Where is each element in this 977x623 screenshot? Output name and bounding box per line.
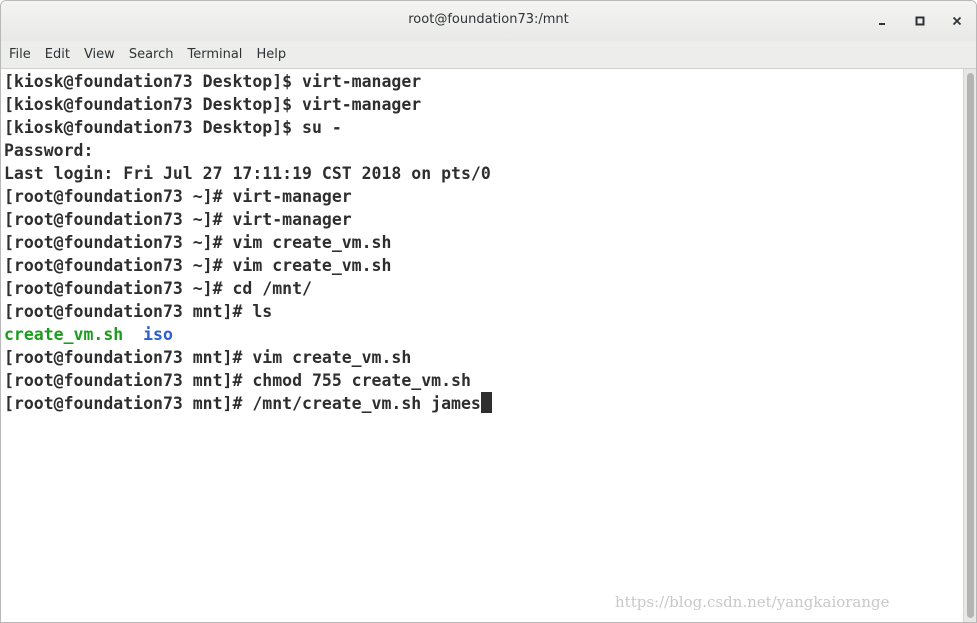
- terminal-line: Password:: [4, 141, 94, 160]
- menu-help[interactable]: Help: [256, 47, 287, 62]
- terminal-line: [kiosk@foundation73 Desktop]$ su -: [4, 118, 342, 137]
- terminal-line: [root@foundation73 ~]# cd /mnt/: [4, 279, 312, 298]
- terminal-line: [root@foundation73 mnt]# chmod 755 creat…: [4, 371, 471, 390]
- menu-search[interactable]: Search: [128, 47, 174, 62]
- terminal-line: [root@foundation73 ~]# virt-manager: [4, 187, 352, 206]
- menu-view[interactable]: View: [83, 47, 115, 62]
- ls-output-line: create_vm.sh iso: [4, 323, 173, 346]
- title-bar[interactable]: root@foundation73:/mnt: [1, 1, 976, 41]
- terminal-line: [kiosk@foundation73 Desktop]$ virt-manag…: [4, 72, 422, 91]
- text-cursor: [480, 392, 492, 413]
- menu-bar: File Edit View Search Terminal Help: [1, 41, 976, 69]
- minimize-icon: [879, 23, 885, 25]
- terminal-line: [root@foundation73 ~]# virt-manager: [4, 210, 352, 229]
- vertical-scrollbar[interactable]: [963, 69, 976, 622]
- maximize-icon: [915, 16, 925, 26]
- maximize-button[interactable]: [910, 11, 930, 31]
- close-button[interactable]: [947, 11, 967, 31]
- menu-terminal[interactable]: Terminal: [187, 47, 243, 62]
- terminal-line: [kiosk@foundation73 Desktop]$ virt-manag…: [4, 95, 422, 114]
- terminal-line: [root@foundation73 ~]# vim create_vm.sh: [4, 256, 392, 275]
- watermark: https://blog.csdn.net/yangkaiorange: [615, 593, 890, 611]
- terminal-prompt-line: [root@foundation73 mnt]# /mnt/create_vm.…: [4, 392, 492, 415]
- terminal-line: [root@foundation73 ~]# vim create_vm.sh: [4, 233, 392, 252]
- ls-dir-entry: iso: [143, 325, 173, 344]
- menu-edit[interactable]: Edit: [44, 47, 70, 62]
- current-command: [root@foundation73 mnt]# /mnt/create_vm.…: [4, 394, 481, 413]
- terminal-line: [root@foundation73 mnt]# ls: [4, 302, 273, 321]
- terminal-line: [root@foundation73 mnt]# vim create_vm.s…: [4, 348, 412, 367]
- scrollbar-thumb[interactable]: [967, 73, 974, 618]
- window-title: root@foundation73:/mnt: [408, 12, 569, 27]
- ls-file-entry: create_vm.sh: [4, 325, 124, 344]
- close-icon: [952, 16, 962, 26]
- terminal-output[interactable]: [kiosk@foundation73 Desktop]$ virt-manag…: [1, 69, 963, 622]
- terminal-line: Last login: Fri Jul 27 17:11:19 CST 2018…: [4, 164, 491, 183]
- menu-file[interactable]: File: [9, 47, 31, 62]
- minimize-button[interactable]: [872, 11, 892, 31]
